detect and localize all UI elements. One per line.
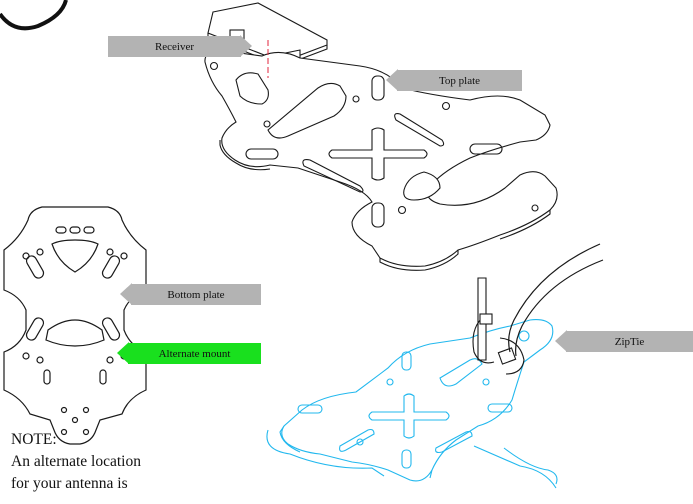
bottom-plate-outline [3,206,147,445]
bottom-plate [3,206,147,445]
top-plate-label: Top plate [397,70,522,91]
note-line-1: An alternate location [11,453,141,470]
antenna-wire [508,243,604,357]
receiver-arrow [240,35,252,57]
note: NOTE: An alternate location for your ant… [11,429,141,495]
ziptie [472,277,525,375]
receiver-label: Receiver [108,36,241,57]
note-heading: NOTE: [11,431,57,448]
ziptie-label: ZipTie [566,331,693,352]
note-line-2: for your antenna is [11,475,128,492]
bottom-plate-arrow [120,283,132,305]
ziptie-plate-outline [281,319,554,482]
alternate-mount-label: Alternate mount [128,343,261,364]
top-plate-arrow [386,69,398,91]
callout-arrows [117,35,567,364]
alternate-mount-arrow [117,342,129,364]
bottom-plate-label: Bottom plate [131,284,261,305]
step-circle [0,0,68,31]
top-plate [204,2,558,271]
ziptie-plate [266,319,558,489]
ziptie-arrow [555,330,567,352]
top-plate-outline [204,49,558,267]
